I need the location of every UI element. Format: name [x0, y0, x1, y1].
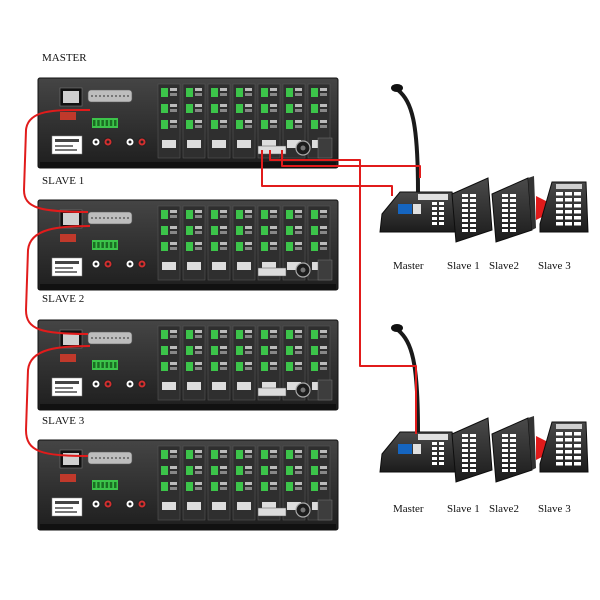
rack-unit-2 [37, 199, 339, 291]
zone-module [257, 205, 281, 281]
terminal-block [92, 118, 118, 128]
fuse [60, 234, 76, 242]
zone-module [182, 205, 206, 281]
bus-connector [257, 267, 287, 277]
console1-caption-slave3: Slave 3 [538, 260, 571, 272]
zone-module [182, 445, 206, 521]
zone-module [207, 445, 231, 521]
console-cable-1b [281, 150, 421, 178]
link-cable-slave1-slave2 [25, 225, 91, 335]
zone-module [232, 445, 256, 521]
zone-module [232, 205, 256, 281]
zone-module [182, 83, 206, 159]
zone-module [232, 325, 256, 401]
master-unit-label: MASTER [42, 52, 87, 64]
bus-connector [257, 145, 287, 155]
zone-module [257, 325, 281, 401]
paging-console-set-2 [379, 324, 589, 483]
console2-caption-master: Master [393, 503, 424, 515]
fuse [60, 112, 76, 120]
mic-head [391, 324, 403, 332]
rack-unit-1 [37, 77, 339, 169]
link-connector [87, 89, 133, 103]
zone-module [207, 205, 231, 281]
gooseneck-mic [396, 328, 420, 433]
console2-caption-slave3: Slave 3 [538, 503, 571, 515]
zone-module [207, 325, 231, 401]
terminal-block [92, 480, 118, 490]
terminal-block [92, 240, 118, 250]
fuse [60, 474, 76, 482]
console1-caption-master: Master [393, 260, 424, 272]
rack-unit-4 [37, 439, 339, 531]
zone-module [282, 325, 306, 401]
zone-module [282, 205, 306, 281]
slave3-unit-label: SLAVE 3 [42, 415, 85, 427]
gooseneck-mic [396, 88, 420, 193]
console1-caption-slave2: Slave2 [489, 260, 519, 272]
zone-module [157, 325, 181, 401]
fuse [60, 354, 76, 362]
zone-module [282, 83, 306, 159]
console2-caption-slave2: Slave2 [489, 503, 519, 515]
zone-module [182, 325, 206, 401]
console-display [398, 204, 412, 214]
slave1-unit-label: SLAVE 1 [42, 175, 85, 187]
console2-caption-slave1: Slave 1 [447, 503, 480, 515]
console1-caption-slave1: Slave 1 [447, 260, 480, 272]
console-cable-1 [261, 150, 393, 196]
slave2-unit-label: SLAVE 2 [42, 293, 85, 305]
link-connector [87, 451, 133, 465]
link-cable-master-slave1 [23, 108, 91, 213]
bus-connector [257, 387, 287, 397]
link-connector [87, 211, 133, 225]
console-display [398, 444, 412, 454]
zone-module [157, 205, 181, 281]
mic-head [391, 84, 403, 92]
paging-console-set-1 [379, 84, 589, 243]
bus-connector [257, 507, 287, 517]
zone-module [157, 445, 181, 521]
zone-module [257, 445, 281, 521]
zone-module [282, 445, 306, 521]
zone-module [207, 83, 231, 159]
link-connector [87, 331, 133, 345]
console-cable-2 [269, 150, 417, 434]
terminal-block [92, 360, 118, 370]
zone-module [232, 83, 256, 159]
rack-unit-3 [37, 319, 339, 411]
link-cable-slave2-slave3 [25, 345, 91, 457]
zone-module [157, 83, 181, 159]
